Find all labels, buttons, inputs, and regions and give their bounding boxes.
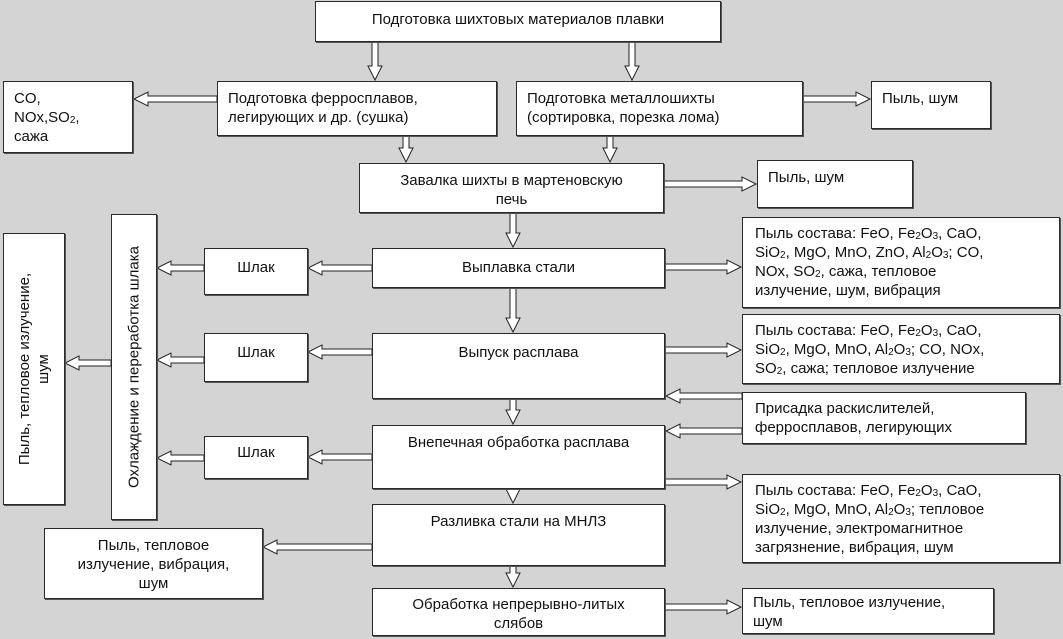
arrow-melting-to-tapping [505, 287, 521, 334]
node-furnace-charging-line1: Завалка шихты в мартеновскую [400, 172, 623, 189]
emission-line3: шум [138, 575, 169, 592]
node-charge-preparation: Подготовка шихтовых материалов плавки [315, 1, 721, 42]
node-ferroalloy-preparation-line2: легирующих и др. (сушка) [228, 109, 409, 126]
arrow-ladle-to-casting [505, 488, 521, 505]
arrow-additions-to-ladle [664, 423, 743, 439]
node-slag-emissions: Пыль, тепловое излучение, шум [3, 233, 65, 505]
node-continuous-casting-label: Разливка стали на МНЛЗ [430, 513, 607, 530]
node-additions-line2: ферросплавов, легирующих [755, 419, 952, 436]
arrow-melting-to-emissions [664, 259, 743, 275]
node-melting-emissions: Пыль состава: FeO, Fe2O3, CaO, SiO2, MgO… [742, 217, 1060, 308]
node-ferroalloy-preparation: Подготовка ферросплавов, легирующих и др… [217, 81, 497, 136]
node-scrap-preparation-line2: (сортировка, порезка лома) [527, 109, 720, 126]
node-slag-label: Шлак [237, 344, 275, 361]
emission-line2: шум [753, 613, 783, 630]
node-slag-2: Шлак [204, 333, 308, 382]
emission-line1: Пыль состава: FeO, Fe2O3, CaO, [755, 482, 982, 499]
arrow-slag2-to-processing [155, 352, 205, 368]
node-ladle-treatment: Внепечная обработка расплава [372, 425, 665, 489]
node-slag-processing: Охлаждение и переработка шлака [111, 214, 157, 520]
emission-line1: Пыль состава: FeO, Fe2O3, CaO, [755, 225, 982, 242]
emission-line2: NOx,SO2, [14, 109, 80, 126]
emission-line3: излучение, электромагнитное [755, 520, 964, 537]
node-slab-emissions: Пыль, тепловое излучение, шум [742, 588, 994, 634]
arrow-tapping-to-emissions [664, 342, 743, 358]
node-ladle-treatment-label: Внепечная обработка расплава [407, 434, 630, 451]
emission-line2: шум [35, 354, 52, 384]
node-steel-melting: Выплавка стали [372, 248, 665, 288]
emission-line4: загрязнение, вибрация, шум [755, 539, 954, 556]
node-ferroalloy-emissions: CO, NOx,SO2, сажа [3, 81, 133, 153]
arrow-additions-to-tapping [664, 388, 743, 404]
arrow-slag3-to-processing [155, 450, 205, 466]
node-scrap-emissions: Пыль, шум [871, 81, 991, 129]
node-continuous-casting: Разливка стали на МНЛЗ [372, 504, 665, 566]
arrow-charging-to-emissions [663, 176, 758, 192]
arrow-tapping-to-slag [306, 344, 373, 360]
emission-line1: Пыль, тепловое излучение, [753, 594, 946, 611]
node-scrap-emissions-label: Пыль, шум [882, 90, 959, 107]
node-slag-label: Шлак [237, 444, 275, 461]
arrow-ladle-to-slag [306, 449, 373, 465]
arrow-slag1-to-processing [155, 260, 205, 276]
node-melt-tapping: Выпуск расплава [372, 333, 665, 399]
node-slag-3: Шлак [204, 436, 308, 479]
arrow-scrap-to-charging [602, 135, 618, 164]
emission-line1: CO, [14, 90, 41, 107]
emission-line3: сажа [14, 128, 49, 145]
node-ladle-emissions: Пыль состава: FeO, Fe2O3, CaO, SiO2, MgO… [742, 474, 1060, 563]
node-slag-label: Шлак [237, 259, 275, 276]
node-slag-processing-label: Охлаждение и переработка шлака [125, 245, 143, 489]
arrow-tapping-to-ladle [505, 398, 521, 426]
emission-line4: излучение, шум, вибрация [755, 282, 941, 299]
arrow-melting-to-slag [306, 260, 373, 276]
node-additions-line1: Присадка раскислителей, [755, 400, 935, 417]
node-charge-preparation-label: Подготовка шихтовых материалов плавки [371, 11, 665, 28]
node-slab-processing-line2: слябов [493, 615, 544, 632]
emission-line1: Пыль, тепловое излучение, [16, 272, 33, 466]
arrow-ladle-to-emissions [664, 474, 743, 490]
node-scrap-preparation-line1: Подготовка металлошихты [527, 90, 715, 107]
node-furnace-charging: Завалка шихты в мартеновскую печь [359, 163, 664, 213]
arrow-scrap-to-emissions [802, 91, 872, 107]
arrow-charging-to-melting [505, 212, 521, 249]
arrow-top-to-ferro [367, 41, 383, 82]
arrow-ferro-to-charging [398, 135, 414, 164]
node-scrap-preparation: Подготовка металлошихты (сортировка, пор… [516, 81, 803, 136]
arrow-processing-to-emissions [63, 355, 112, 371]
node-ferroalloy-preparation-line1: Подготовка ферросплавов, [228, 90, 418, 107]
node-charging-emissions: Пыль, шум [757, 160, 913, 208]
node-tapping-emissions: Пыль состава: FeO, Fe2O3, CaO, SiO2, MgO… [742, 314, 1060, 384]
emission-line1: Пыль состава: FeO, Fe2O3, CaO, [755, 322, 982, 339]
node-casting-emissions: Пыль, тепловое излучение, вибрация, шум [44, 528, 263, 599]
node-additions: Присадка раскислителей, ферросплавов, ле… [742, 392, 1026, 444]
emission-line3: NOx, SO2, сажа, тепловое [755, 263, 937, 280]
emission-line1: Пыль, тепловое [97, 537, 210, 554]
node-slab-processing: Обработка непрерывно-литых слябов [372, 588, 665, 636]
node-slab-processing-line1: Обработка непрерывно-литых [412, 596, 625, 613]
node-melt-tapping-label: Выпуск расплава [458, 344, 579, 361]
emission-line2: излучение, вибрация, [77, 556, 230, 573]
emission-line2: SiO2, MgO, MnO, ZnO, Al2O3; CO, [755, 244, 984, 261]
arrow-casting-to-slab [505, 565, 521, 589]
node-slag-emissions-label: Пыль, тепловое излучение, шум [15, 273, 53, 465]
node-furnace-charging-line2: печь [495, 191, 528, 208]
arrow-casting-to-emissions [261, 539, 373, 555]
node-slag-1: Шлак [204, 248, 308, 295]
node-steel-melting-label: Выплавка стали [461, 259, 576, 276]
arrow-ferro-to-emissions [132, 91, 218, 107]
node-charging-emissions-label: Пыль, шум [768, 169, 845, 186]
emission-line2: SiO2, MgO, MnO, Al2O3; тепловое [755, 501, 985, 518]
arrow-top-to-scrap [624, 41, 640, 82]
emission-line2: SiO2, MgO, MnO, Al2O3; CO, NOx, [755, 341, 985, 358]
emission-line3: SO2, сажа; тепловое излучение [755, 360, 975, 377]
arrow-slab-to-emissions [664, 599, 743, 615]
